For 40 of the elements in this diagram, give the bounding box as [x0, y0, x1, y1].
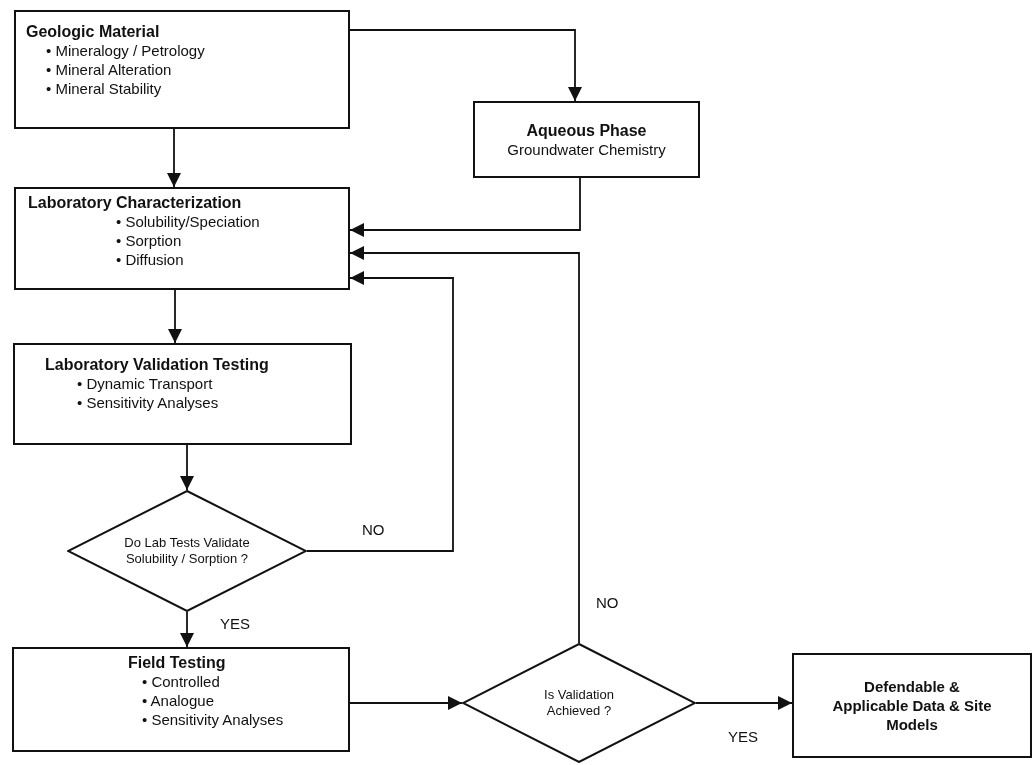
arrow [180, 444, 194, 491]
box-heading: Aqueous Phase [525, 121, 648, 140]
list-item: • Controlled [142, 672, 221, 691]
decision-text: Is Validation Achieved ? [543, 687, 615, 719]
list-item: • Sorption [116, 231, 183, 250]
decision-text: Do Lab Tests Validate Solubility / Sorption ? [123, 535, 251, 567]
arrow [168, 289, 182, 344]
arrow [167, 128, 181, 188]
branch-label: YES [220, 615, 250, 632]
list-item: • Mineral Stability [46, 79, 163, 98]
box-heading: Laboratory Validation Testing [45, 355, 270, 374]
process-box [12, 647, 350, 752]
box-heading: Defendable & Applicable Data & Site Models [831, 677, 993, 734]
box-heading: Laboratory Characterization [28, 193, 243, 212]
process-box [13, 343, 352, 445]
arrow [349, 29, 582, 102]
list-item: • Analogue [142, 691, 215, 710]
box-heading: Field Testing [128, 653, 227, 672]
list-item: • Solubility/Speciation [116, 212, 261, 231]
list-item: • Dynamic Transport [77, 374, 214, 393]
arrow [349, 246, 580, 644]
list-item: • Mineralogy / Petrology [46, 41, 206, 60]
arrow [306, 271, 454, 552]
arrow [349, 696, 463, 710]
list-item: • Sensitivity Analyses [142, 710, 285, 729]
branch-label: NO [596, 594, 619, 611]
arrow [695, 696, 793, 710]
branch-label: YES [728, 728, 758, 745]
process-box [473, 101, 700, 178]
box-heading: Geologic Material [26, 22, 161, 41]
list-item: • Sensitivity Analyses [77, 393, 220, 412]
process-box [14, 187, 350, 290]
arrow [180, 611, 194, 648]
branch-label: NO [362, 521, 385, 538]
list-item: • Mineral Alteration [46, 60, 173, 79]
arrow [349, 177, 581, 237]
process-box [792, 653, 1032, 758]
process-box [14, 10, 350, 129]
list-item: Groundwater Chemistry [506, 140, 667, 159]
list-item: • Diffusion [116, 250, 185, 269]
